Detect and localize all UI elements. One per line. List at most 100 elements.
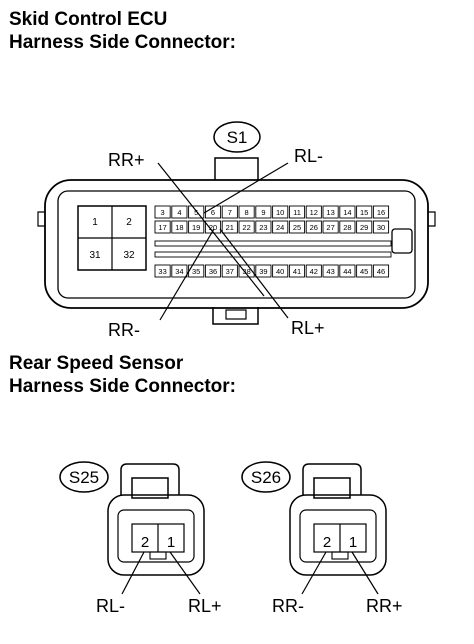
- s1-pin-24: 24: [276, 223, 284, 232]
- s1-pin-cell-9: [255, 205, 272, 219]
- s26-badge-oval: [241, 461, 291, 493]
- s1-pin-cell-45: [356, 264, 373, 278]
- sensor-connector-heading: Rear Speed Sensor Harness Side Connector…: [9, 352, 236, 398]
- s25-leader-rl-minus: [121, 551, 145, 595]
- s26-bottom-key: [331, 551, 349, 560]
- s1-pin-44: 44: [343, 267, 351, 276]
- s1-pin-cell-29: [356, 220, 373, 234]
- s25-pin-2: 2: [141, 534, 149, 551]
- s1-leader-rr-minus: [159, 228, 215, 321]
- s26-top-lock: [302, 463, 362, 495]
- s1-pin-28: 28: [343, 223, 351, 232]
- s1-pin-13: 13: [326, 208, 334, 217]
- s1-pin-8: 8: [245, 208, 249, 217]
- s1-pin-cell-18: [171, 220, 188, 234]
- s1-pin-7: 7: [228, 208, 232, 217]
- s1-pin-18: 18: [175, 223, 183, 232]
- s1-pin-43: 43: [326, 267, 334, 276]
- s26-leader-rr-plus: [351, 551, 379, 595]
- s1-pin-cell-21: [221, 220, 238, 234]
- s26-label-rr-minus: RR-: [272, 596, 304, 616]
- s1-bottom-latch-tab: [225, 309, 247, 320]
- s1-pin-cell-42: [305, 264, 322, 278]
- s1-guide-slot-upper: [154, 240, 392, 247]
- s1-pin-cell-16: [372, 205, 390, 219]
- s1-pin-21: 21: [226, 223, 234, 232]
- s26-label-rr-plus: RR+: [366, 596, 403, 616]
- s1-right-notch: [428, 211, 436, 227]
- s25-top-lock: [120, 463, 180, 495]
- s25-pin-1: 1: [167, 534, 175, 551]
- s1-label-rr-minus: RR-: [108, 320, 140, 340]
- s1-pin-cell-44: [339, 264, 356, 278]
- s1-pin-14: 14: [343, 208, 351, 217]
- s25-badge-oval: [59, 461, 109, 493]
- s25-inner-wall: [117, 509, 195, 563]
- s1-pin-36: 36: [209, 267, 217, 276]
- s1-pin-4: 4: [177, 208, 181, 217]
- ecu-title-line-1: Skid Control ECU: [9, 9, 168, 30]
- s1-side-key: [391, 228, 413, 254]
- s1-pin-cell-34: [171, 264, 188, 278]
- s1-pin-29: 29: [360, 223, 368, 232]
- s26-connector: S26 2 1: [241, 461, 387, 595]
- s1-pin-10: 10: [276, 208, 284, 217]
- s1-pin-cell-13: [322, 205, 339, 219]
- s25-label-rl-plus: RL+: [188, 596, 222, 616]
- s1-left-notch: [37, 211, 45, 227]
- s1-pin-cell-20: [204, 220, 222, 234]
- s1-leader-lines: [157, 162, 289, 321]
- s1-pin-17: 17: [158, 223, 166, 232]
- s1-guide-slot-lower: [154, 251, 392, 258]
- s1-pin-cell-36: [204, 264, 222, 278]
- s1-pin-35: 35: [192, 267, 200, 276]
- s1-pin-cell-39: [255, 264, 272, 278]
- s1-pin-30: 30: [377, 223, 385, 232]
- s1-pin-cell-37: [221, 264, 238, 278]
- s1-pin-cell-27: [322, 220, 339, 234]
- s1-leader-rl-minus: [203, 162, 289, 214]
- s1-pin-cell-23: [255, 220, 272, 234]
- s1-leader-rr-plus: [157, 162, 265, 297]
- s25-outer-housing: [107, 494, 205, 576]
- s1-pin-38: 38: [242, 267, 250, 276]
- s1-pin-cell-38: [238, 264, 255, 278]
- s25-connector: S25 2 1: [59, 461, 205, 595]
- s1-pin-40: 40: [276, 267, 284, 276]
- s1-pin-37: 37: [226, 267, 234, 276]
- s1-pin-27: 27: [326, 223, 334, 232]
- s1-pin-cell-15: [356, 205, 373, 219]
- s1-leader-rl-plus: [219, 228, 289, 319]
- s1-pin-41: 41: [293, 267, 301, 276]
- s25-leader-rl-plus: [169, 551, 201, 595]
- s1-pin-45: 45: [360, 267, 368, 276]
- s1-pin-cell-5: [188, 205, 205, 219]
- s1-pin-cell-40: [272, 264, 289, 278]
- sensor-title-line-2: Harness Side Connector:: [9, 376, 236, 397]
- s1-pin-cell-14: [339, 205, 356, 219]
- s1-pin-11: 11: [293, 208, 301, 217]
- s1-pin-19: 19: [192, 223, 200, 232]
- s1-pin-34: 34: [175, 267, 183, 276]
- s25-label-rl-minus: RL-: [96, 596, 125, 616]
- s25-bottom-key: [149, 551, 167, 560]
- s26-pin-1: 1: [349, 534, 357, 551]
- s1-pin-cell-3: [154, 205, 171, 219]
- s1-pin-cell-17: [154, 220, 171, 234]
- s1-pin-cell-12: [305, 205, 322, 219]
- s1-pin-20: 20: [209, 223, 217, 232]
- s1-pin-25: 25: [293, 223, 301, 232]
- s1-inner-wall: [57, 190, 416, 299]
- s1-pin-5: 5: [194, 208, 198, 217]
- s1-pin-3: 3: [161, 208, 165, 217]
- s1-pin-16: 16: [377, 208, 385, 217]
- s1-pin-22: 22: [242, 223, 250, 232]
- s1-badge-oval: [213, 121, 261, 153]
- s26-outer-housing: [289, 494, 387, 576]
- s1-pin-1: 1: [92, 217, 98, 228]
- s1-pin-39: 39: [259, 267, 267, 276]
- s1-pin-12: 12: [310, 208, 318, 217]
- s1-pin-cell-25: [288, 220, 306, 234]
